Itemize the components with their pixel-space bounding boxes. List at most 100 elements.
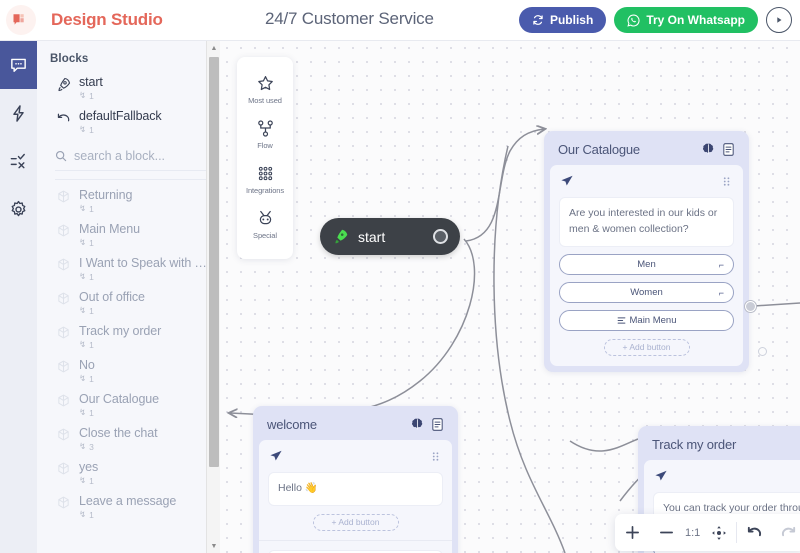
node-start-port[interactable] — [433, 229, 448, 244]
branch-icon: ↯ — [79, 373, 87, 383]
sidebar-item-body: defaultFallback ↯ 1 — [79, 109, 210, 135]
node-title: welcome — [267, 417, 317, 432]
sidebar-item-our-catalogue[interactable]: Our Catalogue↯1 — [37, 386, 220, 420]
zoom-in-button[interactable] — [615, 514, 649, 551]
palette-item-label: Flow — [257, 141, 273, 150]
sidebar-item-meta: ↯1 — [79, 271, 210, 282]
sidebar-item-meta: ↯1 — [79, 305, 210, 316]
node-option-men[interactable]: Men ⌐ — [559, 253, 734, 275]
document-icon[interactable] — [721, 142, 736, 157]
sidebar-item-leave-a-message[interactable]: Leave a message↯1 — [37, 488, 220, 522]
node-start[interactable]: start — [320, 218, 460, 255]
node-port-empty[interactable] — [758, 347, 767, 356]
node-message[interactable]: Are you interested in our kids or men & … — [559, 197, 734, 247]
palette-item-most-used[interactable]: Most used — [237, 69, 293, 114]
node-welcome[interactable]: welcome — [253, 406, 458, 553]
node-option-label: Women — [630, 286, 663, 298]
sidebar-item-count: 1 — [89, 475, 94, 486]
sidebar-item-count: 1 — [89, 90, 94, 101]
drag-dots-icon[interactable] — [722, 176, 733, 187]
sidebar-item-defaultfallback[interactable]: defaultFallback ↯ 1 — [37, 103, 220, 137]
sidebar-item-body: No↯1 — [79, 358, 210, 384]
brain-glyph — [411, 418, 423, 430]
brain-icon[interactable] — [701, 142, 716, 157]
sidebar-item-no[interactable]: No↯1 — [37, 352, 220, 386]
sidebar-item-out-of-office[interactable]: Out of office↯1 — [37, 284, 220, 318]
move-arrows-icon — [712, 525, 727, 540]
app-header: Design Studio 24/7 Customer Service Publ… — [0, 0, 800, 41]
branch-icon: ↯ — [79, 339, 87, 349]
node-message[interactable]: Hello 👋 — [268, 472, 443, 506]
node-option-main-menu[interactable]: Main Menu — [559, 309, 734, 331]
node-our-catalogue[interactable]: Our Catalogue — [544, 131, 749, 372]
node-port-catalogue[interactable] — [745, 301, 756, 312]
sidebar-item-count: 1 — [89, 237, 94, 248]
redo-icon — [781, 526, 795, 537]
logo[interactable] — [0, 0, 41, 41]
brain-icon[interactable] — [410, 417, 425, 432]
brand-name: Design Studio — [51, 10, 163, 29]
rail-item-triggers[interactable] — [0, 89, 37, 137]
sidebar-item-start[interactable]: start ↯ 1 — [37, 69, 220, 103]
rocket-icon — [335, 229, 348, 244]
node-header: welcome — [259, 412, 452, 440]
redo-button[interactable] — [771, 514, 800, 551]
speech-book-icon — [13, 13, 24, 25]
fit-to-screen-button[interactable] — [702, 514, 736, 551]
sidebar-item-returning[interactable]: Returning↯1 — [37, 182, 220, 216]
sidebar-item-meta: ↯1 — [79, 339, 210, 350]
whatsapp-label: Try On Whatsapp — [646, 13, 745, 27]
scroll-up-arrow[interactable]: ▲ — [210, 44, 218, 52]
sidebar-item-i-want-to-speak-with-y[interactable]: I Want to Speak with Y...↯1 — [37, 250, 220, 284]
sidebar-item-count: 1 — [89, 509, 94, 520]
palette-item-special[interactable]: Special — [237, 204, 293, 249]
sidebar-item-track-my-order[interactable]: Track my order↯1 — [37, 318, 220, 352]
node-option-women[interactable]: Women ⌐ — [559, 281, 734, 303]
tasks-icon — [10, 153, 25, 168]
sidebar-item-meta: ↯1 — [79, 407, 210, 418]
sidebar-item-main-menu[interactable]: Main Menu↯1 — [37, 216, 220, 250]
node-start-label: start — [358, 228, 386, 245]
publish-label: Publish — [549, 13, 594, 27]
logo-circle — [5, 5, 36, 35]
document-icon[interactable] — [430, 417, 445, 432]
sidebar-item-body: Leave a message↯1 — [79, 494, 210, 520]
preview-play-button[interactable] — [766, 7, 792, 33]
sidebar-item-count: 1 — [89, 373, 94, 384]
sidebar-item-meta: ↯1 — [79, 509, 210, 520]
sidebar-item-count: 1 — [89, 407, 94, 418]
sidebar-item-label: I Want to Speak with Y... — [79, 256, 210, 270]
palette-item-integrations[interactable]: Integrations — [237, 159, 293, 204]
sidebar-item-count: 1 — [89, 124, 94, 135]
scroll-down-arrow[interactable]: ▼ — [210, 542, 218, 550]
node-option-label: Main Menu — [629, 314, 677, 326]
add-button-welcome[interactable]: + Add button — [312, 513, 399, 531]
branch-icon: ↯ — [79, 305, 87, 315]
block-icon — [55, 324, 71, 344]
node-header: Our Catalogue — [550, 137, 743, 165]
search-input[interactable] — [74, 149, 204, 163]
try-on-whatsapp-button[interactable]: Try On Whatsapp — [614, 7, 758, 33]
minus-icon — [659, 531, 673, 534]
block-icon — [55, 256, 71, 276]
publish-button[interactable]: Publish — [518, 7, 607, 33]
rocket-icon — [55, 75, 71, 97]
undo-button[interactable] — [737, 514, 771, 551]
add-button-catalogue[interactable]: + Add button — [603, 338, 690, 356]
sidebar-item-meta: ↯1 — [79, 237, 210, 248]
scrollbar-thumb[interactable] — [209, 57, 219, 467]
zoom-level-label: 1:1 — [685, 526, 701, 539]
flow-canvas[interactable]: Most used Flow — [220, 41, 800, 553]
palette-item-flow[interactable]: Flow — [237, 114, 293, 159]
search-row[interactable] — [55, 149, 206, 171]
sidebar-scrollbar[interactable]: ▲ ▼ — [206, 41, 220, 553]
drag-dots-icon[interactable] — [431, 451, 442, 462]
rail-item-chat[interactable] — [0, 41, 37, 89]
rail-item-settings[interactable] — [0, 185, 37, 233]
sidebar-divider — [55, 179, 206, 180]
sidebar-item-close-the-chat[interactable]: Close the chat↯3 — [37, 420, 220, 454]
refresh-icon — [533, 15, 543, 25]
zoom-out-button[interactable] — [649, 514, 683, 551]
rail-item-tasks[interactable] — [0, 137, 37, 185]
sidebar-item-yes[interactable]: yes↯1 — [37, 454, 220, 488]
